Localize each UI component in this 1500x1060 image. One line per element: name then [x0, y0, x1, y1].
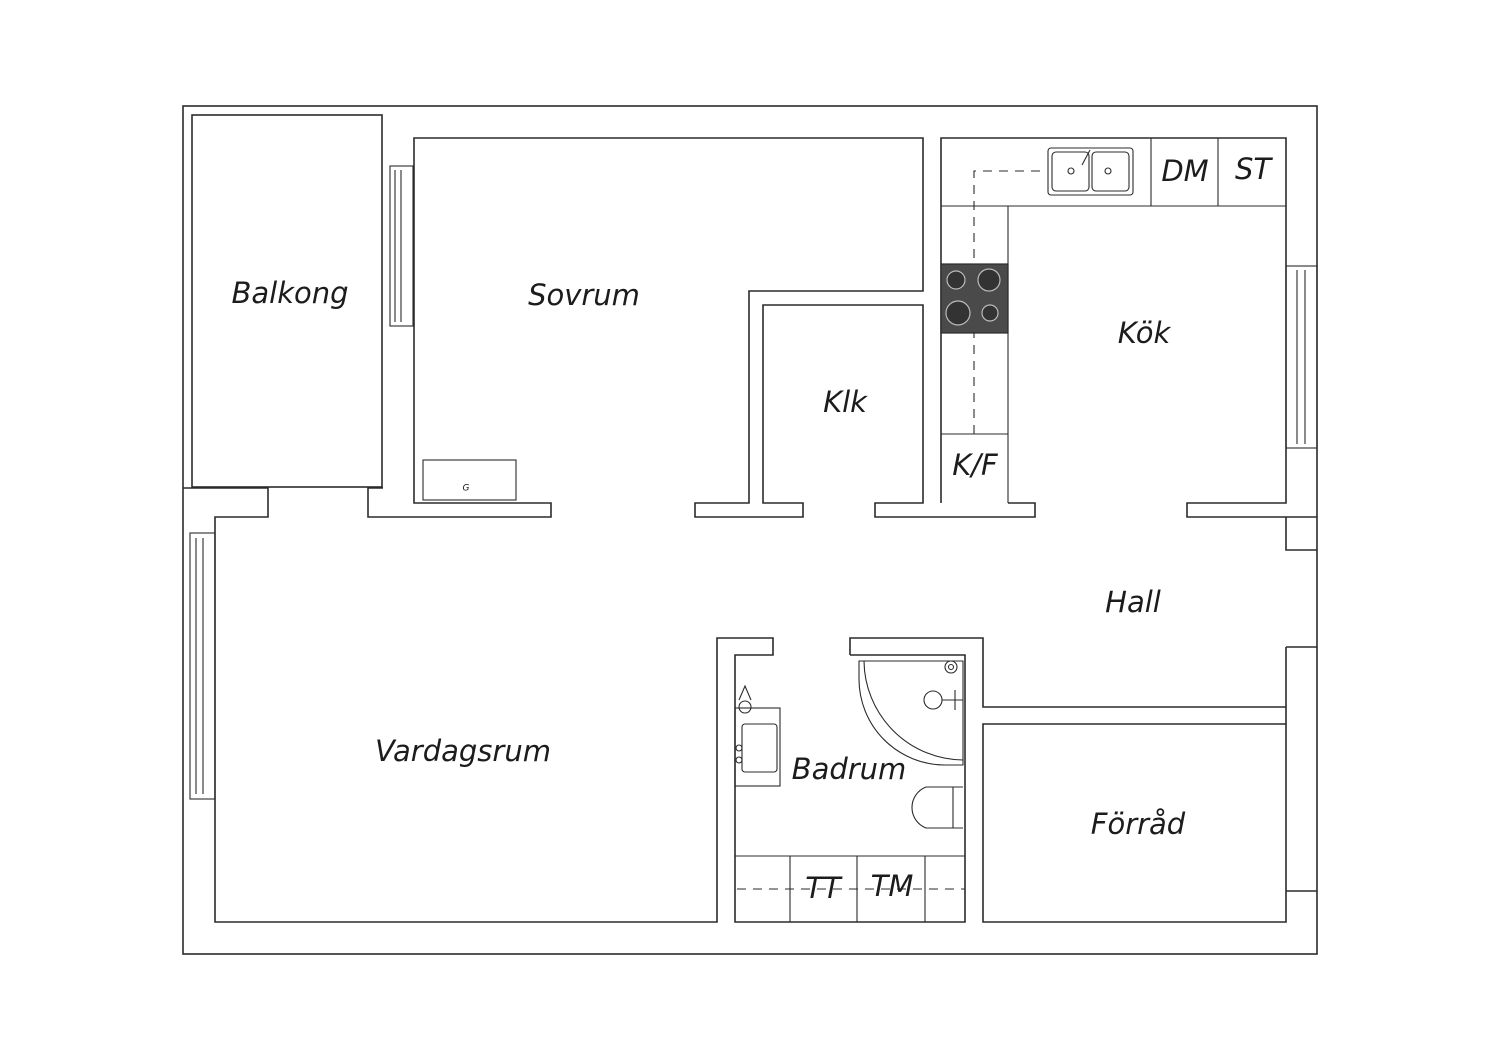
- room-label-badrum: Badrum: [792, 752, 907, 786]
- shower-icon: [858, 660, 964, 766]
- balcony-area: [191, 114, 383, 488]
- room-label-kok: Kök: [1118, 316, 1172, 350]
- window-living-room: [189, 532, 216, 800]
- room-label-sovrum: Sovrum: [528, 278, 640, 312]
- appliance-kf-label: K/F: [952, 448, 999, 482]
- appliance-dm-label: DM: [1161, 154, 1208, 188]
- appliance-tt-label: TT: [805, 871, 843, 905]
- kitchen-walls: [940, 137, 1317, 518]
- bedroom-south-wall: [367, 487, 552, 518]
- radiator: G: [422, 459, 517, 501]
- bedroom-walls: [413, 137, 1036, 518]
- living-room-walls: [183, 487, 966, 923]
- room-label-vardagsrum: Vardagsrum: [375, 734, 551, 768]
- stove-icon: [940, 263, 1009, 334]
- room-label-forrad: Förråd: [1091, 807, 1186, 841]
- room-label-hall: Hall: [1105, 585, 1161, 619]
- right-wall-jogs: [849, 517, 1317, 923]
- appliance-tm-label: TM: [871, 869, 914, 903]
- appliance-st-label: ST: [1235, 152, 1273, 186]
- toilet-icon: [911, 786, 963, 829]
- washbasin-icon: [734, 684, 781, 787]
- kitchen-counter-dash: [973, 170, 1045, 434]
- outer-boundary: [182, 105, 1318, 955]
- room-label-balkong: Balkong: [231, 276, 348, 310]
- appliance-g-label: G: [463, 484, 470, 494]
- window-balcony: [389, 165, 414, 327]
- kitchen-counter: [941, 138, 1286, 503]
- room-label-klk: Klk: [823, 385, 868, 419]
- window-kitchen: [1285, 265, 1318, 449]
- sink-icon: [1047, 147, 1134, 196]
